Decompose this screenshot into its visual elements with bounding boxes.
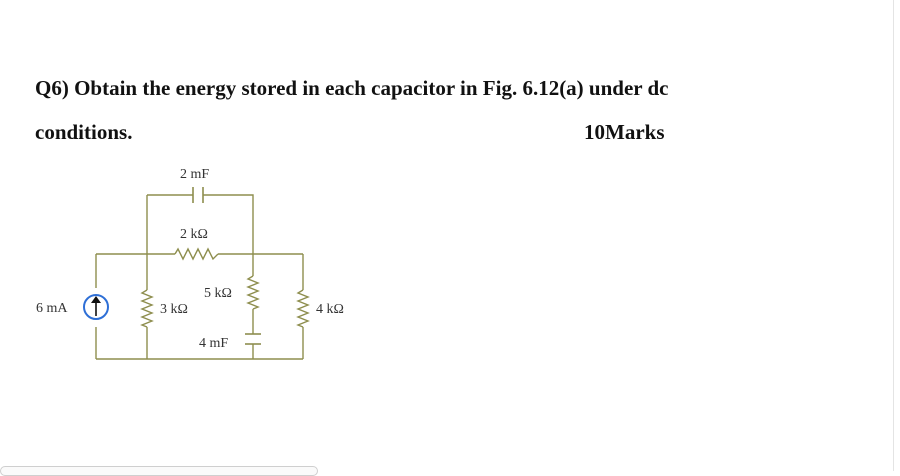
label-resistor-right: 4 kΩ <box>316 302 344 317</box>
page-right-edge <box>893 0 894 471</box>
label-current-source: 6 mA <box>36 301 68 316</box>
question-text-line-2: conditions. <box>35 120 133 144</box>
resistor-right-symbol <box>296 289 310 328</box>
capacitor-bottom-symbol <box>245 333 261 345</box>
resistor-left-symbol <box>140 289 154 328</box>
label-resistor-middle: 5 kΩ <box>204 286 232 301</box>
resistor-top-symbol <box>174 247 219 261</box>
capacitor-top-symbol <box>192 187 204 203</box>
label-capacitor-bottom: 4 mF <box>199 336 228 351</box>
circuit-wires <box>95 194 304 360</box>
marks-label: 10Marks <box>584 120 665 144</box>
label-capacitor-top: 2 mF <box>180 167 209 182</box>
label-resistor-top: 2 kΩ <box>180 227 208 242</box>
wire-upper-loop <box>147 194 254 254</box>
question-text-line-1: Q6) Obtain the energy stored in each cap… <box>35 76 669 100</box>
label-resistor-left: 3 kΩ <box>160 302 188 317</box>
resistor-middle-symbol <box>246 275 260 310</box>
current-source <box>83 294 109 320</box>
